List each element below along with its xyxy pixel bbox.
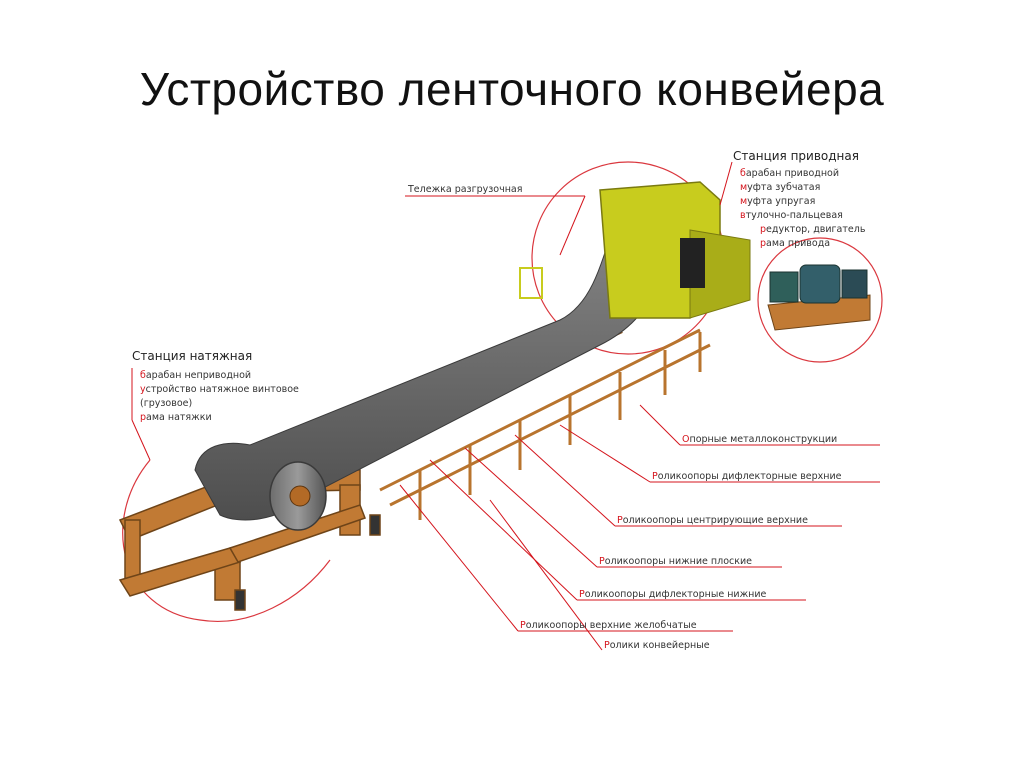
callout-lower-deflector: Роликоопоры дифлекторные нижние bbox=[579, 589, 767, 600]
tension-item-3: рама натяжки bbox=[140, 412, 212, 423]
callout-lower-flat: Роликоопоры нижние плоские bbox=[599, 556, 752, 567]
drive-housing bbox=[520, 182, 750, 318]
drive-item-2: муфта упругая bbox=[740, 196, 815, 207]
drive-item-5: рама привода bbox=[760, 238, 830, 249]
cart-label: Тележка разгрузочная bbox=[407, 184, 522, 195]
callout-labels: Опорные металлоконструкции Роликоопоры д… bbox=[520, 434, 842, 651]
tail-drum-hub bbox=[290, 486, 310, 506]
tension-item-1: устройство натяжное винтовое bbox=[140, 384, 299, 395]
tension-station-list: барабан неприводной устройство натяжное … bbox=[140, 370, 299, 423]
drive-station-list: барабан приводной муфта зубчатая муфта у… bbox=[740, 168, 866, 249]
drive-motor bbox=[768, 265, 870, 330]
tension-item-2: (грузовое) bbox=[140, 398, 192, 409]
drive-item-1: муфта зубчатая bbox=[740, 182, 820, 193]
drive-item-3: втулочно-пальцевая bbox=[740, 210, 843, 221]
drive-item-0: барабан приводной bbox=[740, 168, 839, 179]
callout-upper-centering: Роликоопоры центрирующие верхние bbox=[617, 515, 808, 526]
tension-station-header: Станция натяжная bbox=[132, 349, 252, 363]
drive-station-header: Станция приводная bbox=[733, 149, 859, 163]
leader-lines bbox=[132, 162, 880, 650]
drive-item-4: редуктор, двигатель bbox=[760, 224, 866, 235]
callout-upper-deflector: Роликоопоры дифлекторные верхние bbox=[652, 471, 842, 482]
tension-item-0: барабан неприводной bbox=[140, 370, 251, 381]
callout-upper-troughed: Роликоопоры верхние желобчатые bbox=[520, 620, 697, 631]
callout-supports: Опорные металлоконструкции bbox=[682, 434, 837, 445]
callout-rollers: Ролики конвейерные bbox=[604, 640, 710, 651]
